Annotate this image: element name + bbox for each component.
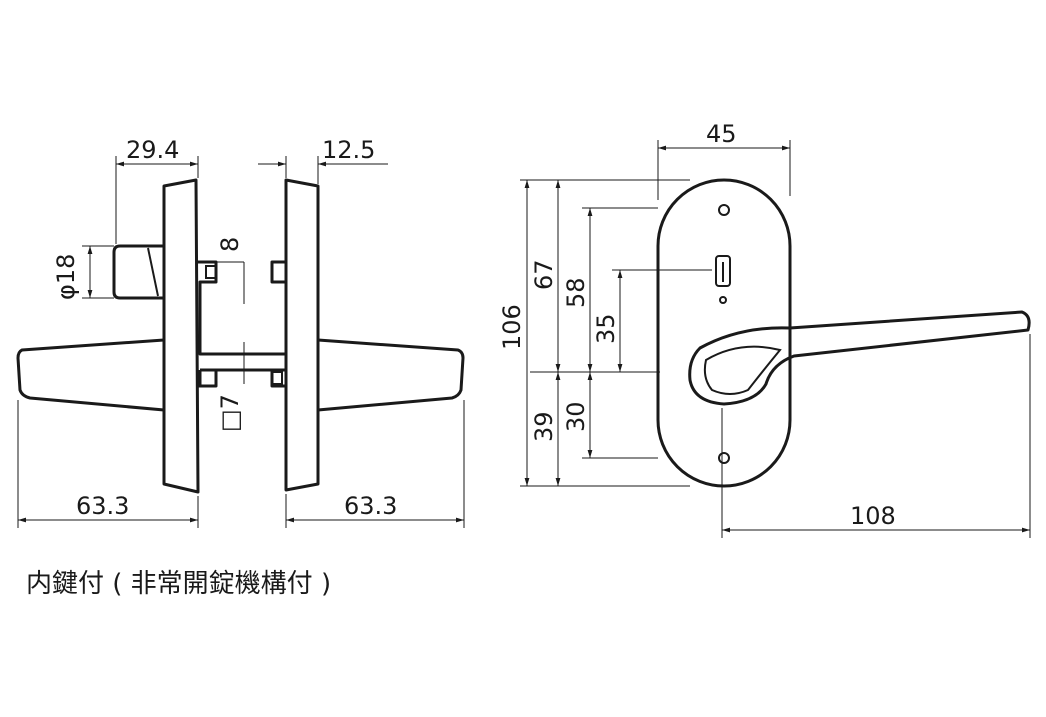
front-lever: [688, 310, 1031, 406]
spindle-body: [198, 260, 288, 356]
back-plate: [656, 178, 792, 488]
dim-30: 30: [562, 401, 590, 432]
thumb-turn: [112, 244, 164, 300]
dim-45: 45: [706, 120, 737, 148]
caption: 内鍵付 ( 非常開錠機構付 ): [26, 569, 332, 599]
screw-hole-bottom: [718, 452, 730, 464]
side-view: [16, 156, 465, 528]
left-lever: [16, 338, 165, 412]
dim-63-3-right: 63.3: [344, 492, 397, 520]
left-rose-plate: [162, 178, 200, 494]
right-lever: [317, 338, 465, 412]
front-view: [520, 140, 1031, 538]
dim-58: 58: [562, 277, 590, 308]
dim-106: 106: [498, 304, 526, 350]
dim-12-5: 12.5: [322, 136, 375, 164]
dim-29-4: 29.4: [126, 136, 179, 164]
screw-hole-top: [718, 204, 730, 216]
dim-63-3-left: 63.3: [76, 492, 129, 520]
dim-39: 39: [530, 411, 558, 442]
dim-108: 108: [850, 502, 896, 530]
dim-8: 8: [216, 237, 244, 252]
dim-35: 35: [592, 313, 620, 344]
dim-phi18: φ18: [52, 254, 80, 300]
dim-67: 67: [530, 259, 558, 290]
indicator-hole: [719, 296, 727, 304]
dim-square-7: □7: [216, 394, 244, 432]
right-rose-plate: [284, 178, 320, 492]
emergency-release-slot: [715, 255, 731, 287]
